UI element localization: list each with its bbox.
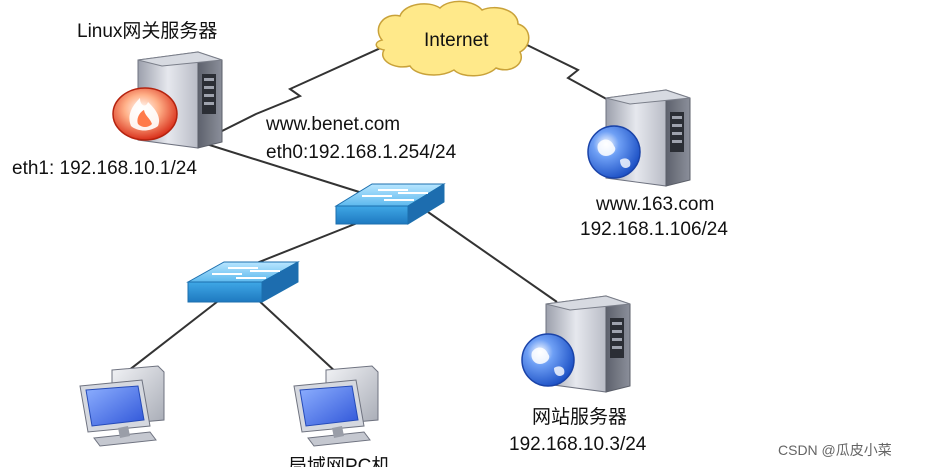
gateway-server-icon — [112, 51, 223, 149]
link-switch-webserver — [427, 211, 558, 303]
remote-server-ip: 192.168.1.106/24 — [580, 219, 728, 240]
link-switch-switch — [243, 217, 371, 269]
globe-icon — [521, 333, 575, 387]
link-switch-pc1 — [123, 297, 223, 375]
gateway-domain-label: www.benet.com — [266, 114, 401, 135]
web-server-icon — [521, 295, 631, 393]
main-switch-icon — [334, 183, 446, 225]
globe-icon — [587, 125, 641, 179]
lan-pc-1 — [79, 365, 165, 447]
pc-icon — [293, 365, 379, 447]
remote-server-name: www.163.com — [596, 194, 715, 215]
lan-pc-2 — [293, 365, 379, 447]
switch-icon — [334, 183, 446, 225]
remote-server-icon — [587, 89, 691, 187]
pc-icon — [79, 365, 165, 447]
watermark-text: CSDN @瓜皮小菜 — [778, 442, 892, 458]
link-gateway-internet — [199, 45, 386, 143]
firewall-icon — [112, 87, 178, 141]
link-switch-pc2 — [255, 297, 339, 375]
link-gateway-switch — [199, 141, 373, 197]
secondary-switch-icon — [186, 261, 300, 303]
internet-label: Internet — [424, 30, 489, 51]
switch-icon — [186, 261, 300, 303]
web-server-ip: 192.168.10.3/24 — [509, 434, 647, 455]
web-server-name: 网站服务器 — [532, 407, 628, 428]
gateway-eth0-label: eth0:192.168.1.254/24 — [266, 142, 457, 163]
connection-lines — [123, 43, 613, 375]
lan-pc-label: 局域网PC机 — [288, 456, 391, 467]
cloud-icon — [375, 0, 530, 77]
gateway-eth1-label: eth1: 192.168.10.1/24 — [12, 158, 197, 179]
link-internet-remote-server — [524, 43, 613, 103]
gateway-title: Linux网关服务器 — [77, 21, 218, 42]
